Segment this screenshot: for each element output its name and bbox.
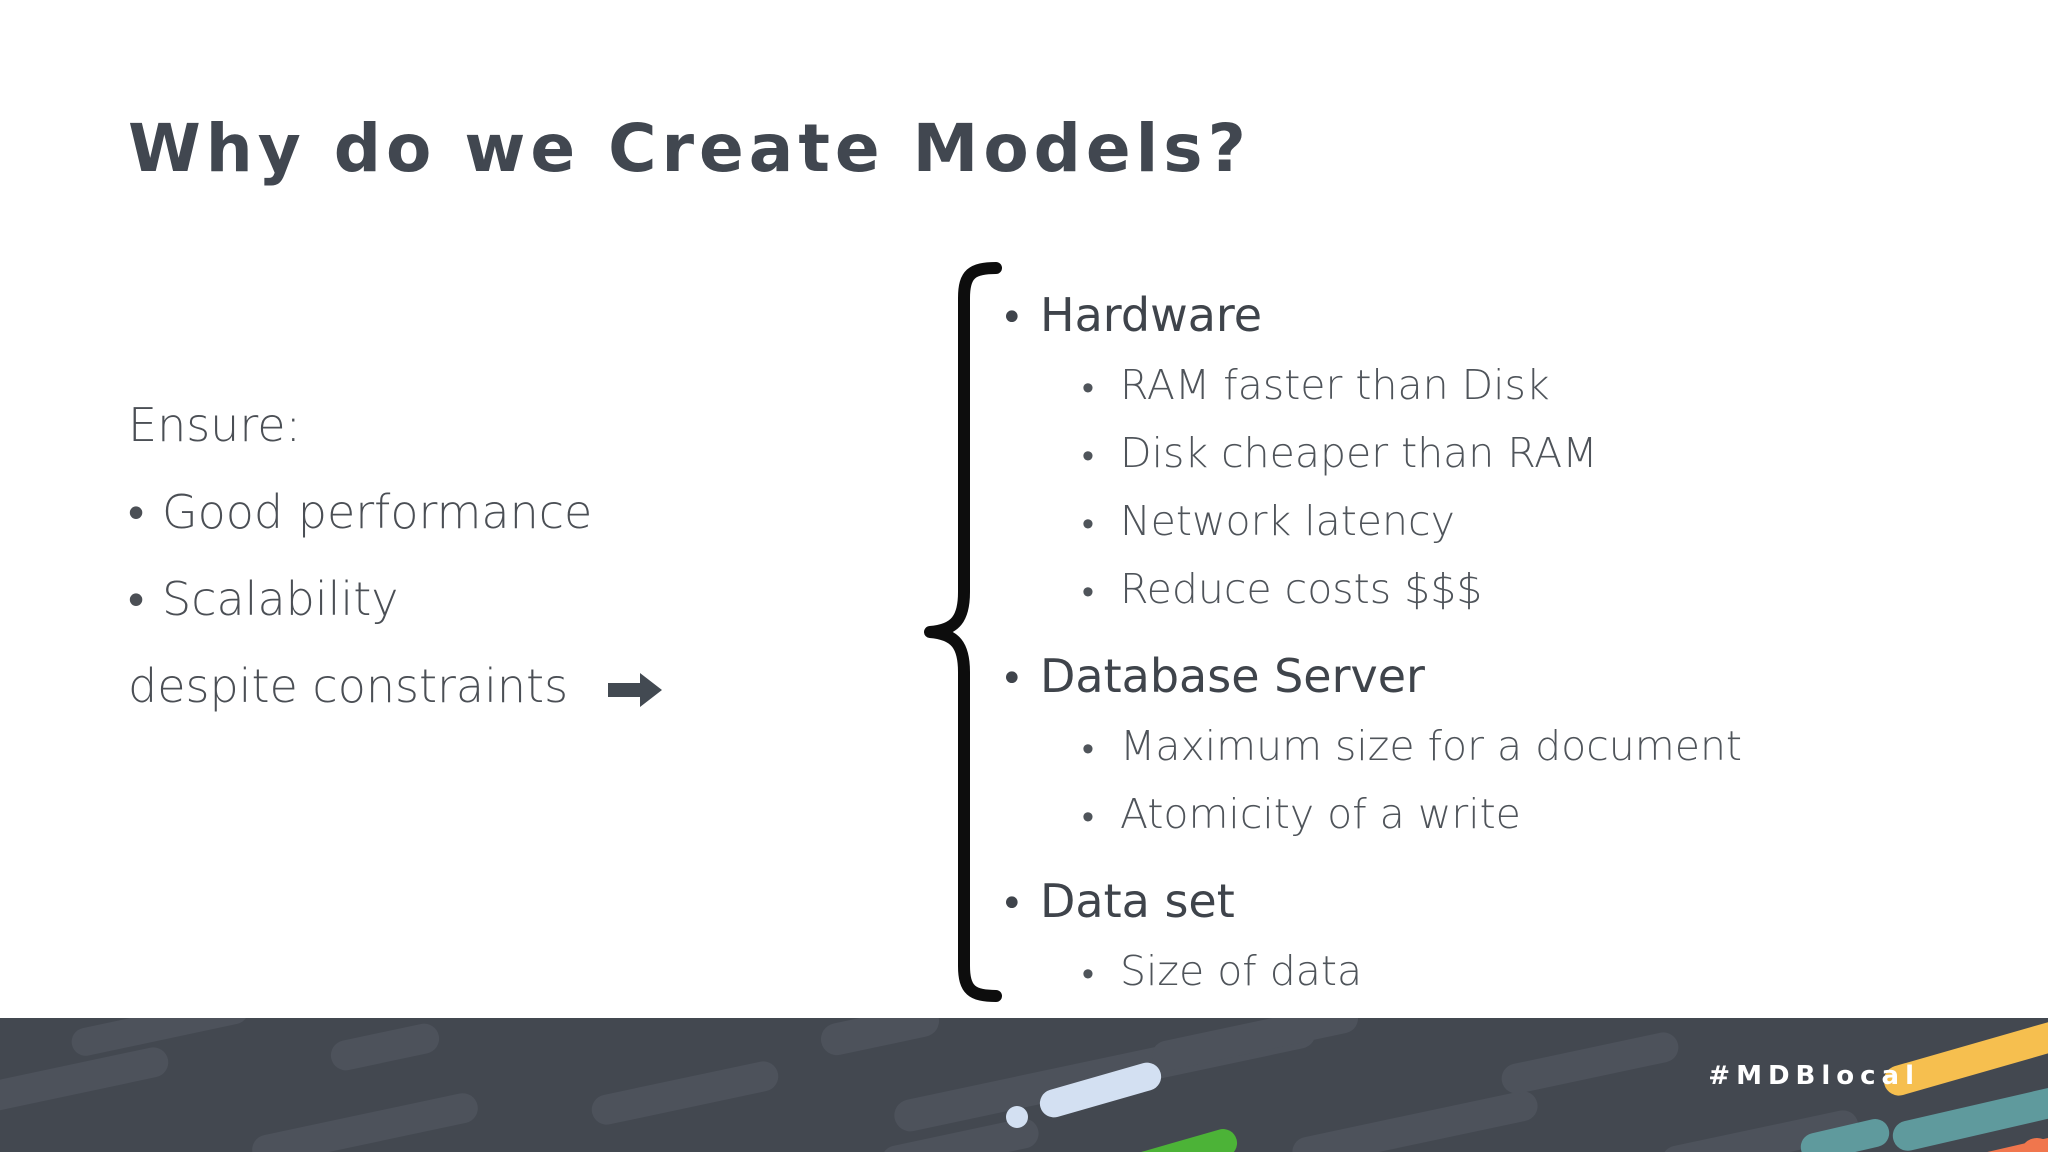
- left-content-block: Ensure: • Good performance • Scalability…: [128, 382, 848, 735]
- list-item: • RAM faster than Disk: [1082, 353, 2000, 421]
- list-item-scalability: • Scalability: [128, 556, 848, 643]
- decor-bar-muted: [817, 1018, 943, 1059]
- bullet-icon: •: [1000, 295, 1024, 341]
- decor-bar-muted: [249, 1090, 481, 1152]
- group-title-label: Database Server: [1040, 649, 1425, 703]
- list-item-label: Atomicity of a write: [1120, 790, 1521, 838]
- right-arrow-icon: [608, 648, 663, 735]
- right-content-block: • Hardware • RAM faster than Disk • Disk…: [1000, 282, 2000, 1007]
- group-title-label: Hardware: [1040, 288, 1263, 342]
- despite-constraints-line: despite constraints: [128, 643, 848, 735]
- bullet-icon: •: [1082, 368, 1094, 408]
- decor-bar-muted: [588, 1058, 782, 1128]
- group-title-hardware: • Hardware: [1000, 282, 2000, 351]
- bullet-icon: •: [1082, 797, 1094, 837]
- list-item-label: Size of data: [1120, 947, 1363, 995]
- bullet-icon: •: [1082, 504, 1094, 544]
- group-data-set: • Data set • Size of data: [1000, 868, 2000, 1007]
- list-item: • Reduce costs $$$: [1082, 557, 2000, 625]
- list-item-label: Good performance: [162, 485, 593, 539]
- decor-dot-orange: [2020, 1138, 2048, 1152]
- list-item-label: RAM faster than Disk: [1120, 361, 1550, 409]
- group-hardware: • Hardware • RAM faster than Disk • Disk…: [1000, 282, 2000, 625]
- list-item: • Network latency: [1082, 489, 2000, 557]
- list-item-label: Reduce costs $$$: [1120, 565, 1483, 613]
- footer-bar: [0, 1018, 2048, 1152]
- bullet-icon: •: [1082, 436, 1094, 476]
- list-item-good-performance: • Good performance: [128, 469, 848, 556]
- list-item: • Disk cheaper than RAM: [1082, 421, 2000, 489]
- decor-bar-muted: [328, 1020, 442, 1074]
- page-title: Why do we Create Models?: [128, 110, 1251, 187]
- despite-constraints-label: despite constraints: [128, 659, 569, 713]
- bullet-icon: •: [1000, 656, 1024, 702]
- group-title-database-server: • Database Server: [1000, 643, 2000, 712]
- bullet-icon: •: [128, 572, 145, 626]
- arrow-container: [608, 645, 663, 735]
- left-curly-brace-icon: [924, 262, 1004, 1006]
- decor-bar-muted: [1498, 1029, 1682, 1097]
- bullet-icon: •: [128, 485, 145, 539]
- bullet-icon: •: [1082, 572, 1094, 612]
- list-item: • Atomicity of a write: [1082, 782, 2000, 850]
- list-item: • Size of data: [1082, 939, 2000, 1007]
- decor-bar-muted: [1149, 1018, 1361, 1074]
- decor-bar-green: [1059, 1125, 1241, 1152]
- bullet-icon: •: [1082, 954, 1094, 994]
- list-item-label: Disk cheaper than RAM: [1120, 429, 1598, 477]
- group-title-label: Data set: [1040, 874, 1235, 928]
- decor-dot-light-blue: [1006, 1106, 1028, 1128]
- list-item: • Maximum size for a document: [1082, 714, 2000, 782]
- group-title-data-set: • Data set: [1000, 868, 2000, 937]
- bullet-icon: •: [1000, 881, 1024, 927]
- bullet-icon: •: [1082, 729, 1094, 769]
- list-item-label: Scalability: [162, 572, 399, 626]
- list-item-label: Maximum size for a document: [1120, 722, 1743, 770]
- hashtag-label: #MDBlocal: [1708, 1061, 1920, 1091]
- ensure-label: Ensure:: [128, 398, 302, 452]
- decor-bar-muted: [1289, 1088, 1541, 1152]
- group-database-server: • Database Server • Maximum size for a d…: [1000, 643, 2000, 850]
- list-item-label: Network latency: [1120, 497, 1455, 545]
